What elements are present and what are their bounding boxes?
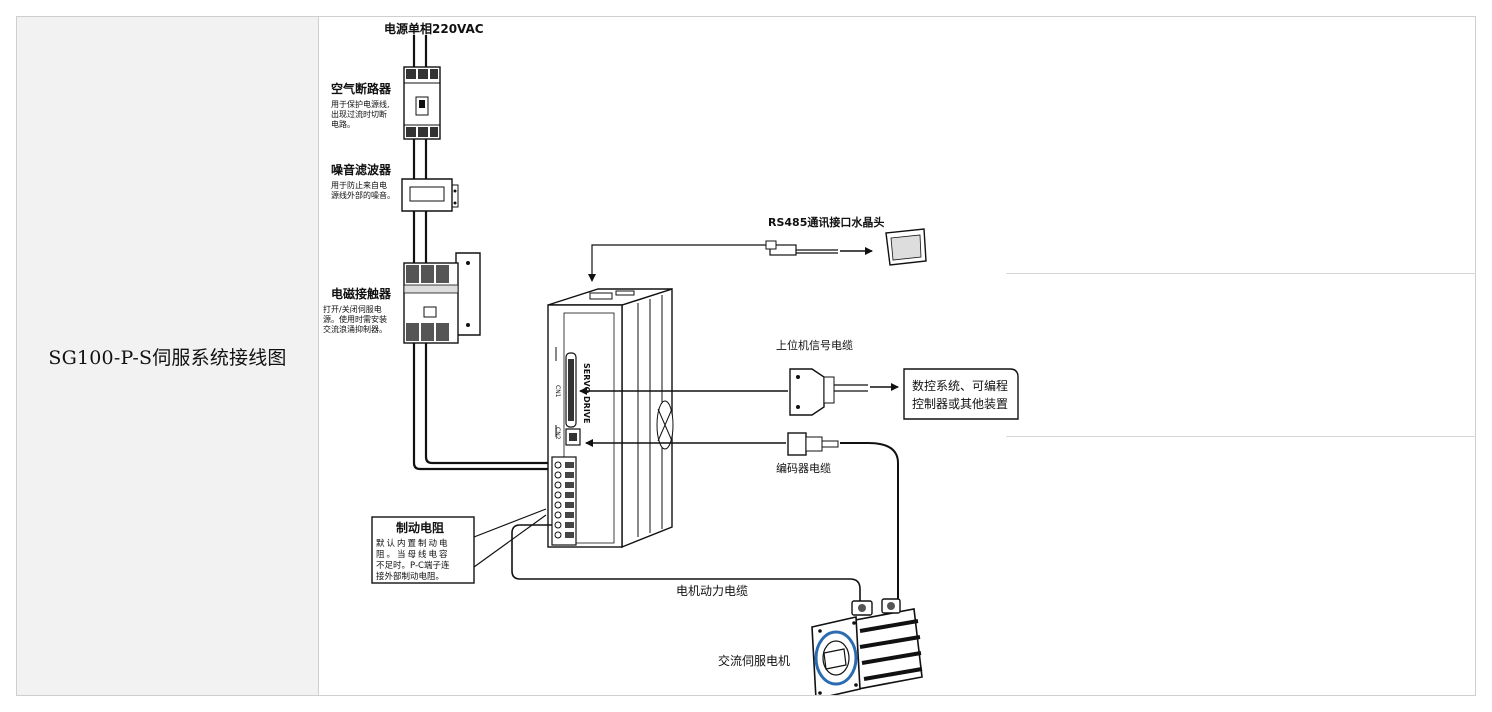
- breaker-desc-1: 用于保护电源线,: [331, 99, 390, 109]
- noise-filter-device: [401, 178, 459, 212]
- brake-resistor-desc-3: 不足时。P-C端子连: [376, 560, 450, 571]
- drive-brand-text: SERVO DRIVE: [582, 363, 591, 423]
- noise-filter-desc-2: 源线外部的噪音。: [331, 190, 395, 200]
- breaker-device: [403, 66, 441, 140]
- servo-motor: [811, 598, 923, 700]
- host-cable-connector: [789, 368, 899, 416]
- servo-motor-label: 交流伺服电机: [718, 653, 790, 668]
- contactor-desc-3: 交流浪涌抑制器。: [323, 324, 387, 334]
- brake-resistor-title: 制动电阻: [396, 520, 444, 535]
- cn2-label: CN2: [554, 427, 561, 440]
- wiring-table: SG100-P-S伺服系统接线图 电源单相220VAC: [16, 16, 1476, 700]
- brake-resistor-box: [371, 516, 475, 584]
- breaker-desc-3: 电路。: [331, 119, 355, 129]
- breaker-title: 空气断路器: [331, 81, 392, 96]
- power-lines: [412, 35, 552, 471]
- power-supply-label: 电源单相220VAC: [384, 21, 484, 36]
- row-divider-1: [1006, 273, 1476, 274]
- wiring-diagram: 电源单相220VAC: [320, 17, 1476, 700]
- encoder-cable-label: 编码器电缆: [776, 461, 831, 475]
- contactor-device: [403, 252, 481, 344]
- motor-power-cable-label: 电机动力电缆: [676, 584, 748, 598]
- controller-box: [903, 368, 1019, 420]
- wiring-diagram-svg: 电源单相220VAC: [323, 21, 1019, 700]
- host-cable-label: 上位机信号电缆: [776, 338, 853, 352]
- row-divider-2: [1006, 436, 1476, 437]
- brake-resistor-desc-2: 阻。当母线电容: [376, 549, 450, 560]
- controller-text-2: 控制器或其他装置: [912, 397, 1008, 411]
- cn1-label: CN1: [554, 385, 561, 398]
- hmi-panel: [885, 228, 927, 266]
- brake-resistor-desc-4: 接外部制动电阻。: [376, 571, 444, 582]
- encoder-connector: [787, 432, 839, 456]
- motor-power-cable-wire: [511, 524, 861, 609]
- controller-text-1: 数控系统、可编程: [912, 378, 1008, 393]
- contactor-desc-2: 源。使用时需安装: [323, 314, 387, 324]
- rs485-plug: [765, 240, 873, 256]
- row-label: SG100-P-S伺服系统接线图: [48, 346, 287, 369]
- rs485-label: RS485通讯接口水晶头: [768, 215, 884, 229]
- row-label-cell: SG100-P-S伺服系统接线图: [17, 17, 319, 695]
- servo-drive: [547, 288, 674, 549]
- contactor-title: 电磁接触器: [331, 286, 392, 301]
- encoder-cable-wire: [840, 442, 899, 605]
- brake-resistor-desc-1: 默认内置制动电: [376, 538, 450, 549]
- contactor-desc-1: 打开/关闭伺服电: [323, 304, 382, 314]
- rs485-line: [588, 244, 766, 282]
- noise-filter-title: 噪音滤波器: [331, 162, 392, 177]
- noise-filter-desc-1: 用于防止来自电: [331, 180, 387, 190]
- brake-resistor-wires: [473, 508, 547, 568]
- breaker-desc-2: 出现过流时切断: [331, 109, 387, 119]
